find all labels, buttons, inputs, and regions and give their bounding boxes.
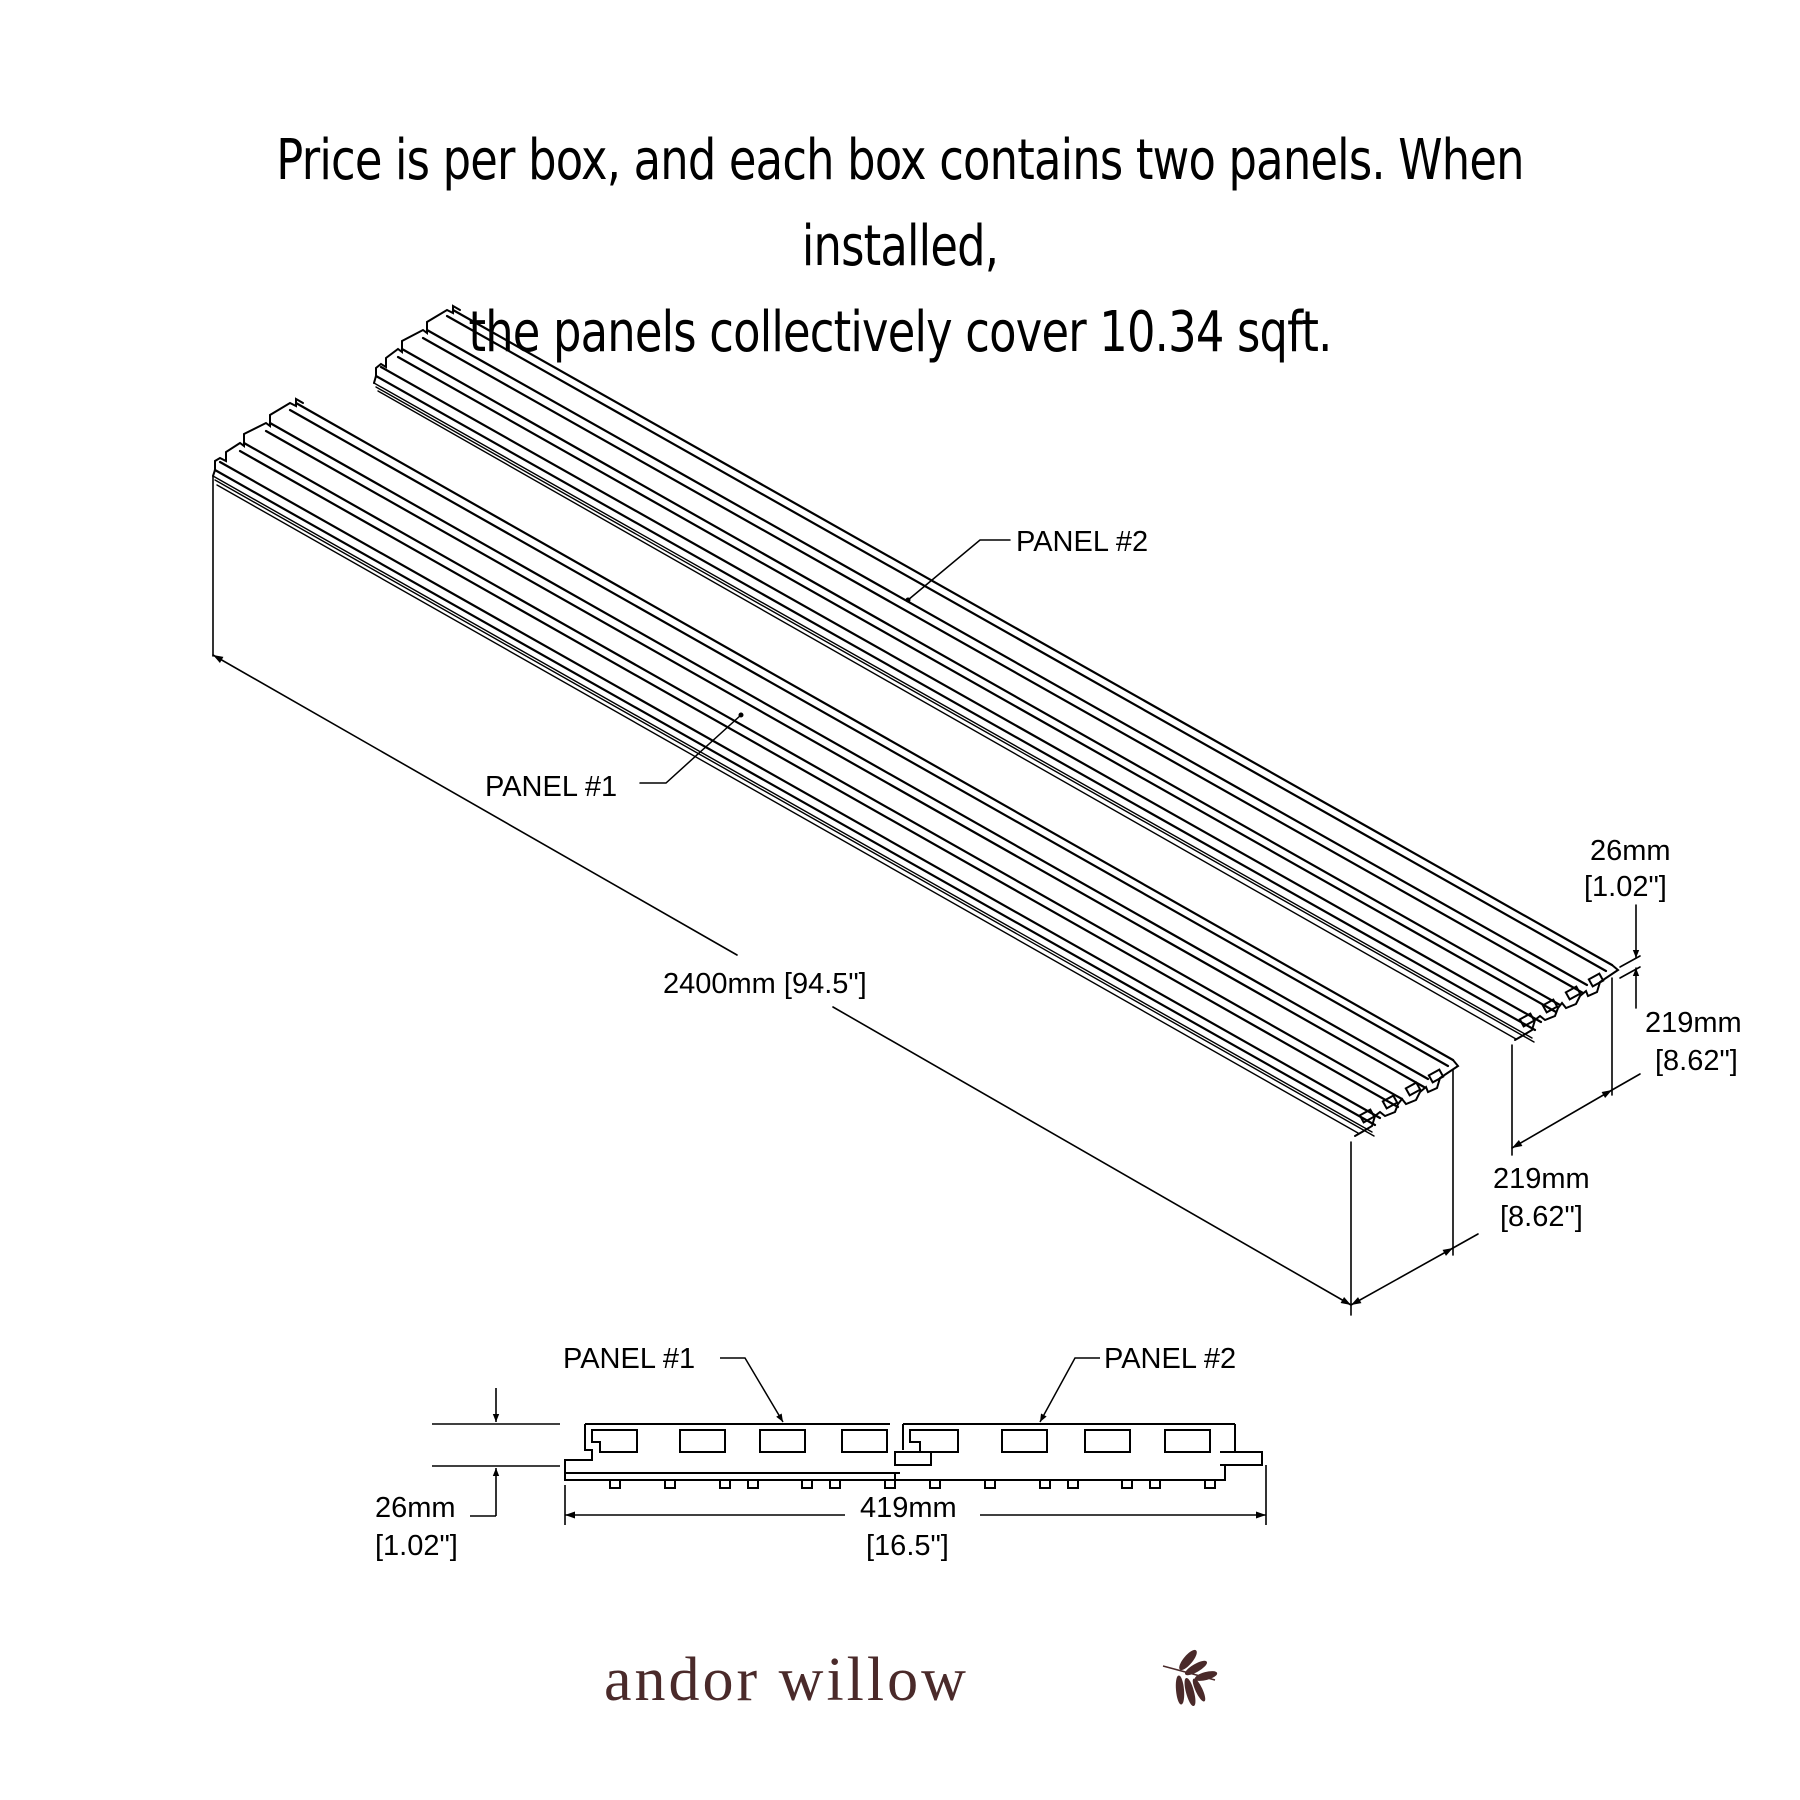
headline-line-2: the panels collectively cover 10.34 sqft…	[468, 300, 1332, 365]
brand-name: andor willow	[604, 1646, 969, 1714]
thickness-mm-label: 26mm	[1590, 835, 1671, 867]
section-thickness-mm-label: 26mm	[375, 1492, 456, 1524]
headline-line-1: Price is per box, and each box contains …	[276, 128, 1524, 279]
panel-2-isometric	[373, 304, 1620, 1043]
dimension-thickness-section	[432, 1388, 560, 1517]
panel-1-section	[564, 1423, 905, 1489]
panel-1-label: PANEL #1	[485, 771, 617, 803]
willow-leaf-icon	[1162, 1649, 1218, 1707]
headline: Price is per box, and each box contains …	[180, 118, 1620, 376]
panel-1-leader	[639, 714, 742, 784]
panel-1-isometric	[212, 397, 1460, 1316]
section-panel-1-leader	[720, 1357, 784, 1423]
width-in-label: [8.62"]	[1500, 1201, 1583, 1233]
width-mm-label: 219mm	[1493, 1163, 1590, 1195]
panel-2-leader	[907, 539, 1011, 601]
panel-2-section	[894, 1423, 1263, 1489]
section-panel-2-leader	[1039, 1357, 1100, 1423]
section-panel-1-label: PANEL #1	[563, 1343, 695, 1375]
height-in-label: [8.62"]	[1655, 1045, 1738, 1077]
total-width-in-label: [16.5"]	[866, 1530, 949, 1562]
section-thickness-in-label: [1.02"]	[375, 1530, 458, 1562]
length-dimension-label: 2400mm [94.5"]	[663, 968, 867, 1000]
height-mm-label: 219mm	[1645, 1007, 1742, 1039]
section-view	[432, 1357, 1267, 1525]
isometric-view	[212, 304, 1641, 1316]
brand-logo: andor willow	[604, 1646, 1218, 1714]
thickness-in-label: [1.02"]	[1584, 871, 1667, 903]
section-panel-2-label: PANEL #2	[1104, 1343, 1236, 1375]
total-width-mm-label: 419mm	[860, 1492, 957, 1524]
dimension-total-width	[564, 1465, 1267, 1525]
dimension-length	[212, 654, 1352, 1306]
dimension-thickness-iso	[1619, 904, 1641, 1009]
panel-2-label: PANEL #2	[1016, 526, 1148, 558]
